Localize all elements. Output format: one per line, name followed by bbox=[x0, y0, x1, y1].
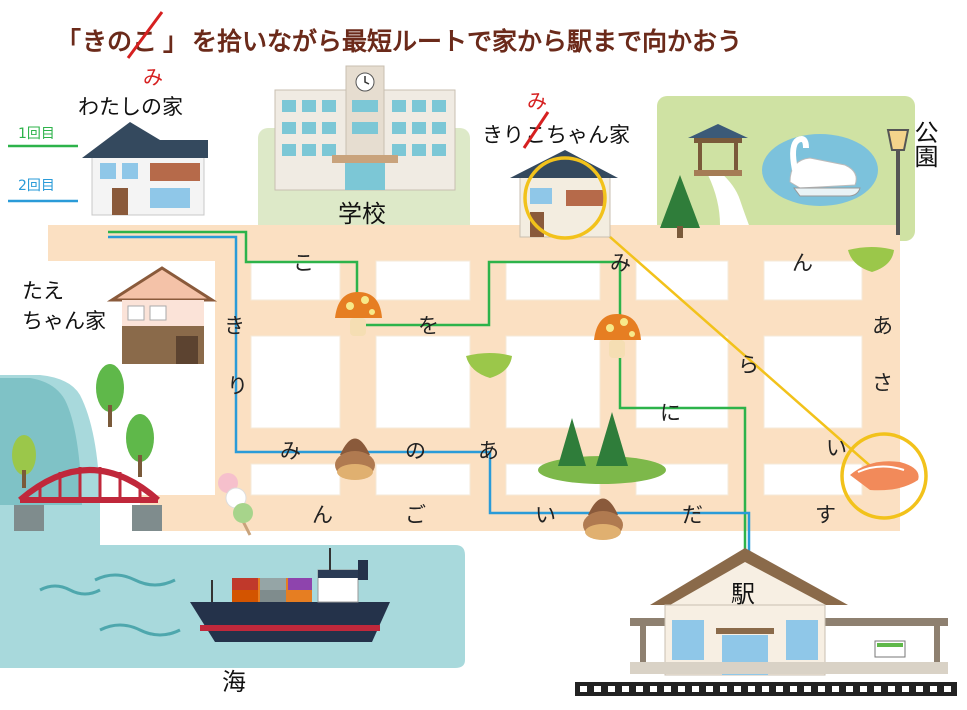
grid-char: あ bbox=[872, 314, 893, 338]
highlight-circle-kirimi bbox=[523, 156, 607, 240]
rail-tie bbox=[636, 686, 643, 692]
legend: 1回目 2回目 bbox=[8, 126, 78, 203]
kirimi-strike-mark bbox=[522, 111, 550, 149]
route-1-line bbox=[108, 230, 747, 560]
grid-char: を bbox=[418, 314, 439, 338]
ginkgo-leaf-icon bbox=[848, 247, 894, 292]
highlight-circle-salmon bbox=[840, 432, 928, 520]
grid-char: こ bbox=[293, 251, 314, 275]
mushroom-icon bbox=[594, 314, 641, 358]
grid-char: ん bbox=[312, 503, 333, 527]
kirimi-suffix: ちゃん家 bbox=[546, 123, 630, 147]
legend-first-label: 1回目 bbox=[18, 126, 55, 142]
salmon-icon bbox=[840, 432, 928, 520]
blocks bbox=[250, 260, 863, 496]
rail-tie bbox=[818, 686, 825, 692]
station: 駅 bbox=[630, 548, 948, 676]
hill-with-trees bbox=[538, 412, 666, 484]
route-2-line bbox=[108, 235, 751, 560]
rail-tie bbox=[916, 686, 923, 692]
my-house-label: わたしの家 bbox=[78, 95, 183, 119]
title-struck-char: こ bbox=[132, 27, 157, 56]
grid-char: き bbox=[224, 314, 245, 338]
rail-tie bbox=[748, 686, 755, 692]
kirimi-correction: み bbox=[527, 89, 547, 113]
ginkgo-leaf-icon bbox=[466, 353, 512, 398]
title-close-bracket: 」 bbox=[163, 27, 188, 56]
rail-tie bbox=[692, 686, 699, 692]
ship-icon bbox=[190, 548, 390, 642]
rail-tie bbox=[650, 686, 657, 692]
title: 「 きの こ み 」 を拾いながら最短ルートで家から駅まで向かおう bbox=[56, 11, 742, 89]
tree-icon bbox=[12, 364, 154, 488]
rail-tie bbox=[720, 686, 727, 692]
station-label: 駅 bbox=[731, 580, 755, 608]
rail-tie bbox=[790, 686, 797, 692]
rail-tie bbox=[804, 686, 811, 692]
mushroom-icon bbox=[335, 292, 382, 336]
rail-tie bbox=[580, 686, 587, 692]
legend-second-label: 2回目 bbox=[18, 178, 55, 194]
title-open-bracket: 「 bbox=[56, 27, 81, 56]
title-correction: み bbox=[143, 65, 163, 89]
rail-tie bbox=[944, 686, 951, 692]
grid-char: ら bbox=[738, 353, 759, 377]
rail-tie bbox=[846, 686, 853, 692]
lamp-post-icon bbox=[886, 129, 910, 235]
grid-char: み bbox=[280, 439, 301, 463]
school-label: 学校 bbox=[338, 200, 386, 228]
grid-char: す bbox=[815, 503, 836, 527]
park-details: 公園 bbox=[660, 120, 938, 238]
grid-char: い bbox=[535, 503, 556, 527]
title-rest: を拾いながら最短ルートで家から駅まで向かおう bbox=[192, 27, 742, 56]
tree-icon bbox=[660, 175, 700, 238]
rail-tie bbox=[678, 686, 685, 692]
tae-house-label-line1: たえ bbox=[22, 279, 64, 303]
strike-mark bbox=[126, 11, 164, 59]
rail-tie bbox=[594, 686, 601, 692]
grid-char: り bbox=[227, 374, 248, 398]
grid-char: み bbox=[610, 251, 631, 275]
tae-house-label-line2: ちゃん家 bbox=[22, 309, 106, 333]
tae-house: たえ ちゃん家 bbox=[22, 266, 218, 364]
grid-char: の bbox=[405, 439, 426, 463]
rail-tie bbox=[734, 686, 741, 692]
rail-tie bbox=[762, 686, 769, 692]
park-label: 公園 bbox=[910, 120, 938, 168]
grid-char: ご bbox=[405, 503, 426, 527]
rail-tie bbox=[888, 686, 895, 692]
chestnut-icon bbox=[583, 498, 623, 540]
rail-tie bbox=[930, 686, 937, 692]
kirimi-house: み きり こ ちゃん家 bbox=[482, 89, 630, 240]
title-word-prefix: きの bbox=[82, 27, 132, 56]
rail-tie bbox=[776, 686, 783, 692]
grid-char: ん bbox=[792, 251, 813, 275]
rail-tie bbox=[706, 686, 713, 692]
rail-tie bbox=[874, 686, 881, 692]
grid-characters: こ み ん を き り あ さ い み の あ ん ご い だ す ら に bbox=[224, 251, 893, 527]
rail-tie bbox=[664, 686, 671, 692]
chestnut-icon bbox=[335, 438, 375, 480]
bridge-icon bbox=[14, 467, 162, 531]
rail-tie bbox=[860, 686, 867, 692]
rail-tie bbox=[902, 686, 909, 692]
grid-char: だ bbox=[682, 503, 703, 527]
school: 学校 bbox=[274, 65, 456, 228]
dango-icon bbox=[218, 473, 253, 536]
rail-tie bbox=[622, 686, 629, 692]
grid-char: あ bbox=[478, 439, 499, 463]
highlight-line bbox=[567, 199, 885, 479]
grid-char: い bbox=[826, 436, 847, 460]
swan-boat-icon bbox=[789, 136, 861, 197]
my-house: わたしの家 bbox=[78, 95, 208, 216]
railway bbox=[575, 682, 957, 696]
rail-tie bbox=[832, 686, 839, 692]
sea-label: 海 bbox=[222, 668, 246, 696]
kirimi-prefix: きり bbox=[482, 123, 524, 147]
grid-char: さ bbox=[872, 371, 893, 395]
grid-char: に bbox=[660, 401, 681, 425]
rail-tie bbox=[608, 686, 615, 692]
